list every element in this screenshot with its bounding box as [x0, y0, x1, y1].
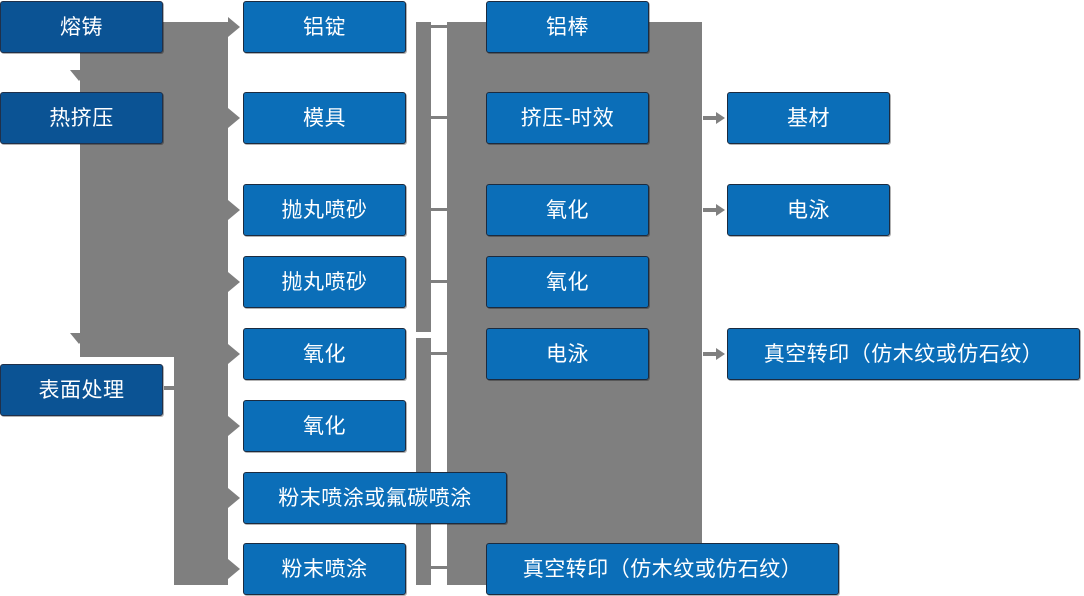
node-mat-8-label: 粉末喷涂 [281, 557, 368, 581]
process-to-output-arrow-3 [703, 344, 725, 364]
node-stage-2-label: 热挤压 [49, 106, 114, 130]
material-tick-1 [431, 25, 447, 28]
arrow-head [716, 112, 725, 124]
node-out-3-label: 真空转印（仿木纹或仿石纹） [763, 342, 1044, 366]
node-proc-3-label: 氧化 [546, 198, 589, 222]
stage-trunk-upper [80, 22, 228, 357]
material-tick-2 [431, 116, 447, 119]
node-proc-2-label: 挤压-时效 [520, 106, 615, 130]
arrow-shaft [703, 208, 716, 212]
node-mat-5[interactable]: 氧化 [243, 328, 406, 380]
stage-trunk-lower [174, 357, 228, 585]
material-tick-4 [431, 280, 447, 283]
node-stage-2[interactable]: 热挤压 [0, 92, 163, 144]
node-proc-3[interactable]: 氧化 [486, 184, 649, 236]
stage-to-material-arrow-2 [228, 108, 240, 128]
stage-to-material-arrow-5 [228, 344, 240, 364]
stage-3-stub [164, 386, 180, 390]
node-out-2[interactable]: 电泳 [727, 184, 890, 236]
node-mat-1[interactable]: 铝锭 [243, 1, 406, 53]
node-mat-7-label: 粉末喷涂或氟碳喷涂 [278, 486, 472, 510]
process-to-output-arrow-1 [703, 108, 725, 128]
arrow-shaft [703, 352, 716, 356]
node-mat-2-label: 模具 [303, 106, 346, 130]
material-tick-5 [431, 352, 447, 355]
node-out-3[interactable]: 真空转印（仿木纹或仿石纹） [727, 328, 1080, 380]
node-proc-1[interactable]: 铝棒 [486, 1, 649, 53]
node-stage-1-label: 熔铸 [60, 15, 103, 39]
node-proc-6[interactable]: 真空转印（仿木纹或仿石纹） [486, 543, 839, 595]
arrow-shaft [703, 116, 716, 120]
node-out-2-label: 电泳 [787, 198, 830, 222]
node-mat-6-label: 氧化 [303, 414, 346, 438]
node-mat-4-label: 抛丸喷砂 [281, 270, 368, 294]
node-mat-6[interactable]: 氧化 [243, 400, 406, 452]
node-proc-6-label: 真空转印（仿木纹或仿石纹） [522, 557, 803, 581]
node-mat-3-label: 抛丸喷砂 [281, 198, 368, 222]
node-mat-5-label: 氧化 [303, 342, 346, 366]
material-trunk-lower [416, 338, 431, 585]
material-tick-3 [431, 208, 447, 211]
node-mat-3[interactable]: 抛丸喷砂 [243, 184, 406, 236]
arrow-head [716, 204, 725, 216]
stage-down-arrow-1 [70, 70, 88, 81]
node-proc-2[interactable]: 挤压-时效 [486, 92, 649, 144]
stage-to-material-arrow-3 [228, 200, 240, 220]
stage-to-material-arrow-4 [228, 272, 240, 292]
node-proc-1-label: 铝棒 [546, 15, 589, 39]
material-trunk-upper [416, 22, 431, 332]
node-stage-1[interactable]: 熔铸 [0, 1, 163, 53]
material-tick-6 [431, 566, 447, 569]
stage-to-material-arrow-6 [228, 416, 240, 436]
stage-to-material-arrow-8 [228, 559, 240, 579]
node-proc-5-label: 电泳 [546, 342, 589, 366]
node-out-1[interactable]: 基材 [727, 92, 890, 144]
arrow-head [716, 348, 725, 360]
node-stage-3[interactable]: 表面处理 [0, 364, 163, 416]
stage-to-material-arrow-7 [228, 488, 240, 508]
stage-down-arrow-2 [70, 333, 88, 344]
node-mat-4[interactable]: 抛丸喷砂 [243, 256, 406, 308]
node-proc-4-label: 氧化 [546, 270, 589, 294]
node-mat-1-label: 铝锭 [303, 15, 346, 39]
node-stage-3-label: 表面处理 [38, 378, 125, 402]
stage-to-material-arrow-1 [228, 17, 240, 37]
node-proc-4[interactable]: 氧化 [486, 256, 649, 308]
node-proc-5[interactable]: 电泳 [486, 328, 649, 380]
node-mat-2[interactable]: 模具 [243, 92, 406, 144]
node-out-1-label: 基材 [787, 106, 830, 130]
node-mat-7[interactable]: 粉末喷涂或氟碳喷涂 [243, 472, 507, 524]
process-to-output-arrow-2 [703, 200, 725, 220]
node-mat-8[interactable]: 粉末喷涂 [243, 543, 406, 595]
